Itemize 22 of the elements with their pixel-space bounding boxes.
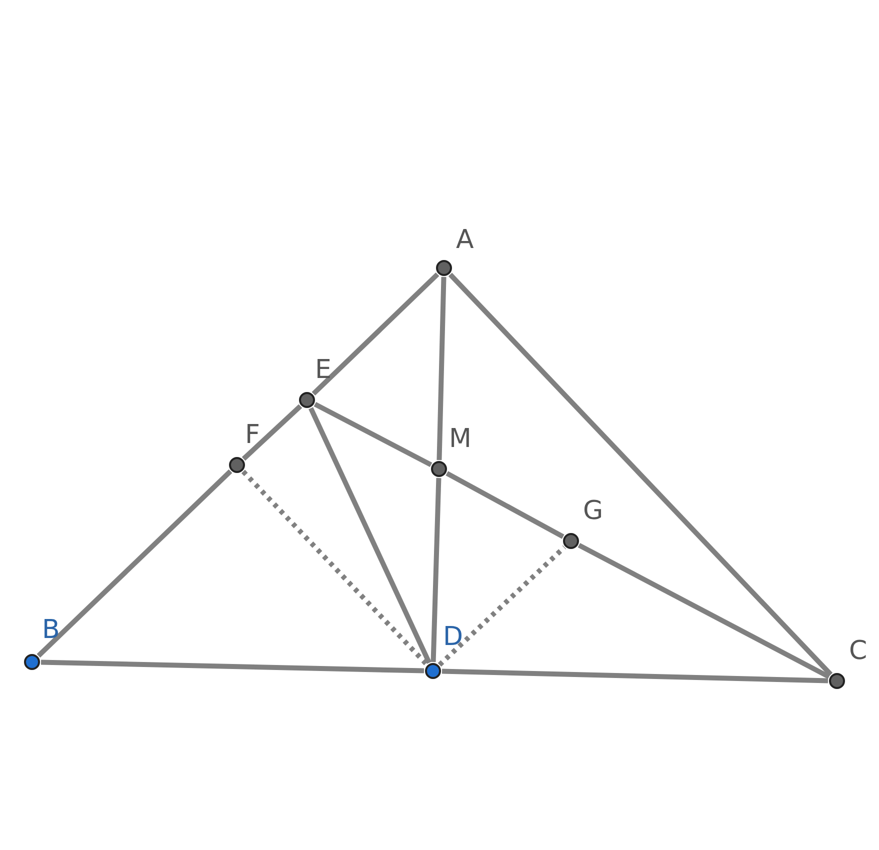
line-segment — [436, 276, 446, 460]
point-label: F — [245, 421, 260, 449]
point-label: A — [456, 226, 474, 254]
point-label: E — [315, 356, 332, 384]
line-segment — [242, 404, 302, 461]
point-label: D — [443, 623, 464, 651]
line-segment — [308, 407, 432, 664]
line-segment — [438, 545, 566, 667]
line-segment — [446, 471, 564, 539]
line-segment — [578, 542, 830, 680]
line-segment — [40, 660, 424, 674]
line-segment — [442, 668, 828, 684]
line-segment — [36, 469, 232, 658]
line-segment — [314, 402, 432, 468]
point-label: M — [449, 425, 472, 453]
point-label: G — [583, 497, 604, 525]
line-segment — [448, 272, 833, 676]
point-label: B — [42, 616, 60, 644]
point-label: C — [849, 637, 868, 665]
line-segment — [241, 470, 429, 666]
line-segment — [430, 478, 442, 662]
line-segment — [312, 272, 440, 396]
